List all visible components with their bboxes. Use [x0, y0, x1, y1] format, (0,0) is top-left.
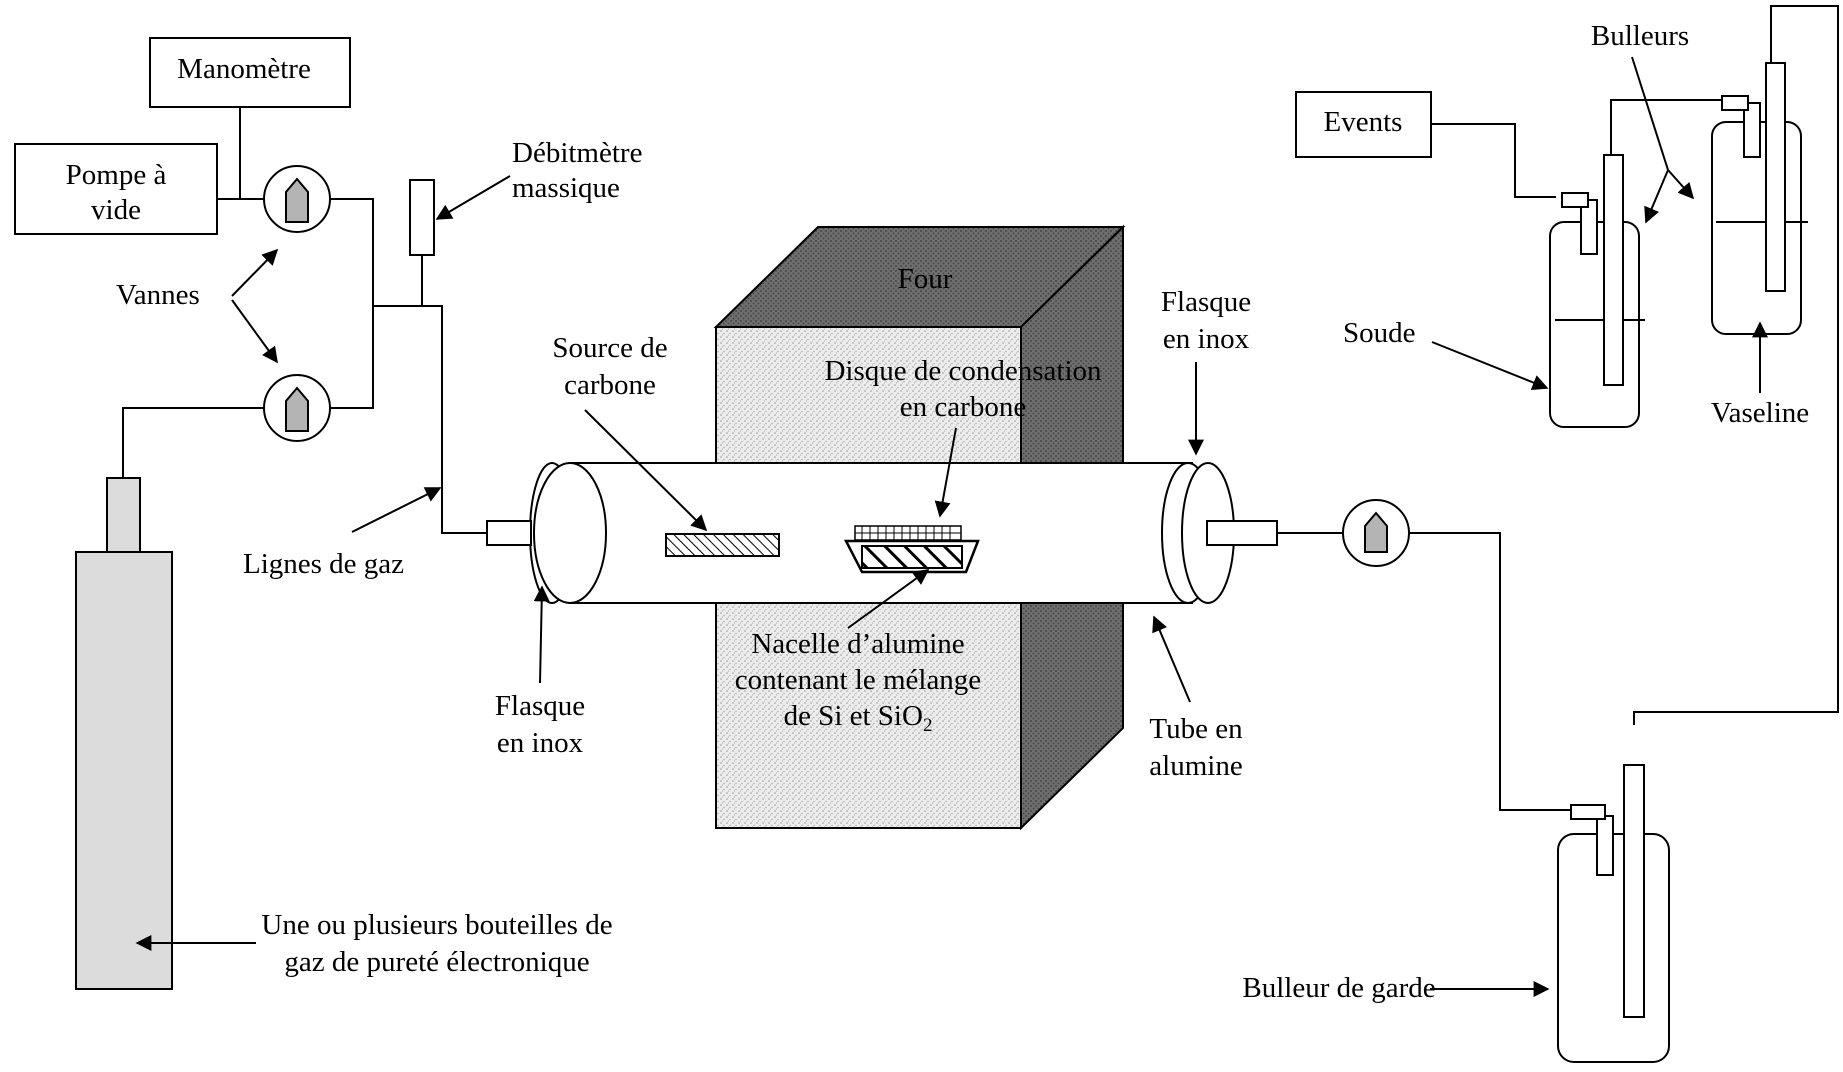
guard-bubbler-tube [1623, 764, 1645, 1018]
flasque-left-label-1: Flasque [495, 690, 585, 722]
bulleurs-arrow-left [1631, 56, 1670, 224]
soude-arrow [1431, 341, 1549, 391]
lignes-gaz-arrow [351, 487, 442, 533]
tube-label-1: Tube en [1149, 713, 1243, 745]
flasque-right-label-1: Flasque [1161, 286, 1251, 318]
valve-bottom [263, 374, 331, 442]
bubbler-vaseline-tube [1765, 62, 1786, 292]
valve-right-marker [1364, 511, 1388, 553]
disque-arrow [934, 427, 957, 518]
manometer-box [149, 37, 351, 108]
left-connector [486, 520, 532, 546]
guard-bubbler-inlet [1596, 815, 1614, 876]
bubbler-soude-tube [1603, 154, 1624, 386]
soude-label: Soude [1343, 317, 1416, 349]
oven-label: Four [898, 263, 953, 295]
valve-right [1342, 499, 1410, 567]
gas-cylinder-body [75, 551, 173, 990]
condensation-disc-grid [855, 526, 961, 540]
debitmetre-label-2: massique [512, 172, 620, 204]
left-flange-inner [533, 462, 607, 604]
debitmetre-label-1: Débitmètre [512, 137, 642, 169]
vannes-label: Vannes [116, 279, 200, 311]
left-gas-lines [122, 107, 487, 534]
flasque-left-arrow [533, 585, 550, 684]
condensation-disc-and-boat [843, 525, 980, 574]
bubbler-soude-inlet-cap [1561, 192, 1589, 208]
valve-top [263, 165, 331, 233]
bouteilles-label-1: Une ou plusieurs bouteilles de [261, 909, 612, 941]
tube-arrow [1152, 615, 1191, 703]
tube-label-2: alumine [1149, 750, 1242, 782]
flasque-left-label-2: en inox [497, 727, 584, 759]
disque-label-1: Disque de condensation [824, 355, 1102, 387]
valve-bottom-marker [285, 386, 309, 432]
vacuum-pump-box [14, 143, 218, 235]
source-carbone-label-2: carbone [564, 369, 656, 401]
debitmetre-arrow [435, 175, 511, 220]
mass-flowmeter [409, 179, 435, 256]
lignes-gaz-label: Lignes de gaz [243, 548, 404, 580]
bubbler-vaseline-inlet [1743, 102, 1761, 158]
vacuum-pump-label-2: vide [91, 194, 141, 226]
nacelle-label-1: Nacelle d’alumine [751, 628, 964, 660]
events-box [1295, 91, 1432, 158]
bubbler-vaseline [1711, 62, 1808, 335]
guard-bubbler [1557, 764, 1670, 1063]
manometer-label: Manomètre [177, 53, 311, 85]
disque-label-2: en carbone [900, 391, 1026, 423]
bubbler-soude [1549, 154, 1645, 428]
flasque-right-label-2: en inox [1163, 323, 1250, 355]
nacelle-label-3-text: de Si et SiO [784, 700, 923, 732]
gas-cylinder-neck [106, 477, 141, 553]
source-carbone-label-1: Source de [552, 332, 667, 364]
nacelle-label-3: de Si et SiO2 [784, 700, 933, 736]
guard-bubbler-inlet-cap [1570, 804, 1606, 820]
vannes-arrow-bottom [231, 299, 278, 364]
vacuum-pump-label-1: Pompe à [66, 159, 167, 191]
carbon-source [665, 533, 780, 557]
valve-top-marker [285, 177, 309, 223]
right-connector [1206, 520, 1278, 546]
gas-cylinder [75, 477, 173, 990]
bulleur-garde-label: Bulleur de garde [1242, 972, 1435, 1004]
source-carbone-arrow [584, 409, 708, 532]
nacelle-label-2: contenant le mélange [735, 664, 981, 696]
vaseline-label: Vaseline [1711, 397, 1809, 429]
bouteilles-label-2: gaz de pureté électronique [284, 946, 589, 978]
nacelle-label-3-sub: 2 [923, 715, 933, 736]
events-label: Events [1324, 106, 1403, 138]
bubbler-soude-inlet [1580, 199, 1598, 255]
bulleurs-arrow-right [1667, 169, 1695, 200]
vannes-arrow-top [231, 248, 279, 297]
si-sio2-mixture [861, 545, 963, 569]
bubbler-vaseline-inlet-cap [1721, 95, 1749, 111]
bulleurs-label: Bulleurs [1591, 20, 1689, 52]
nacelle-arrow [847, 569, 930, 629]
right-gas-lines [1277, 5, 1839, 811]
